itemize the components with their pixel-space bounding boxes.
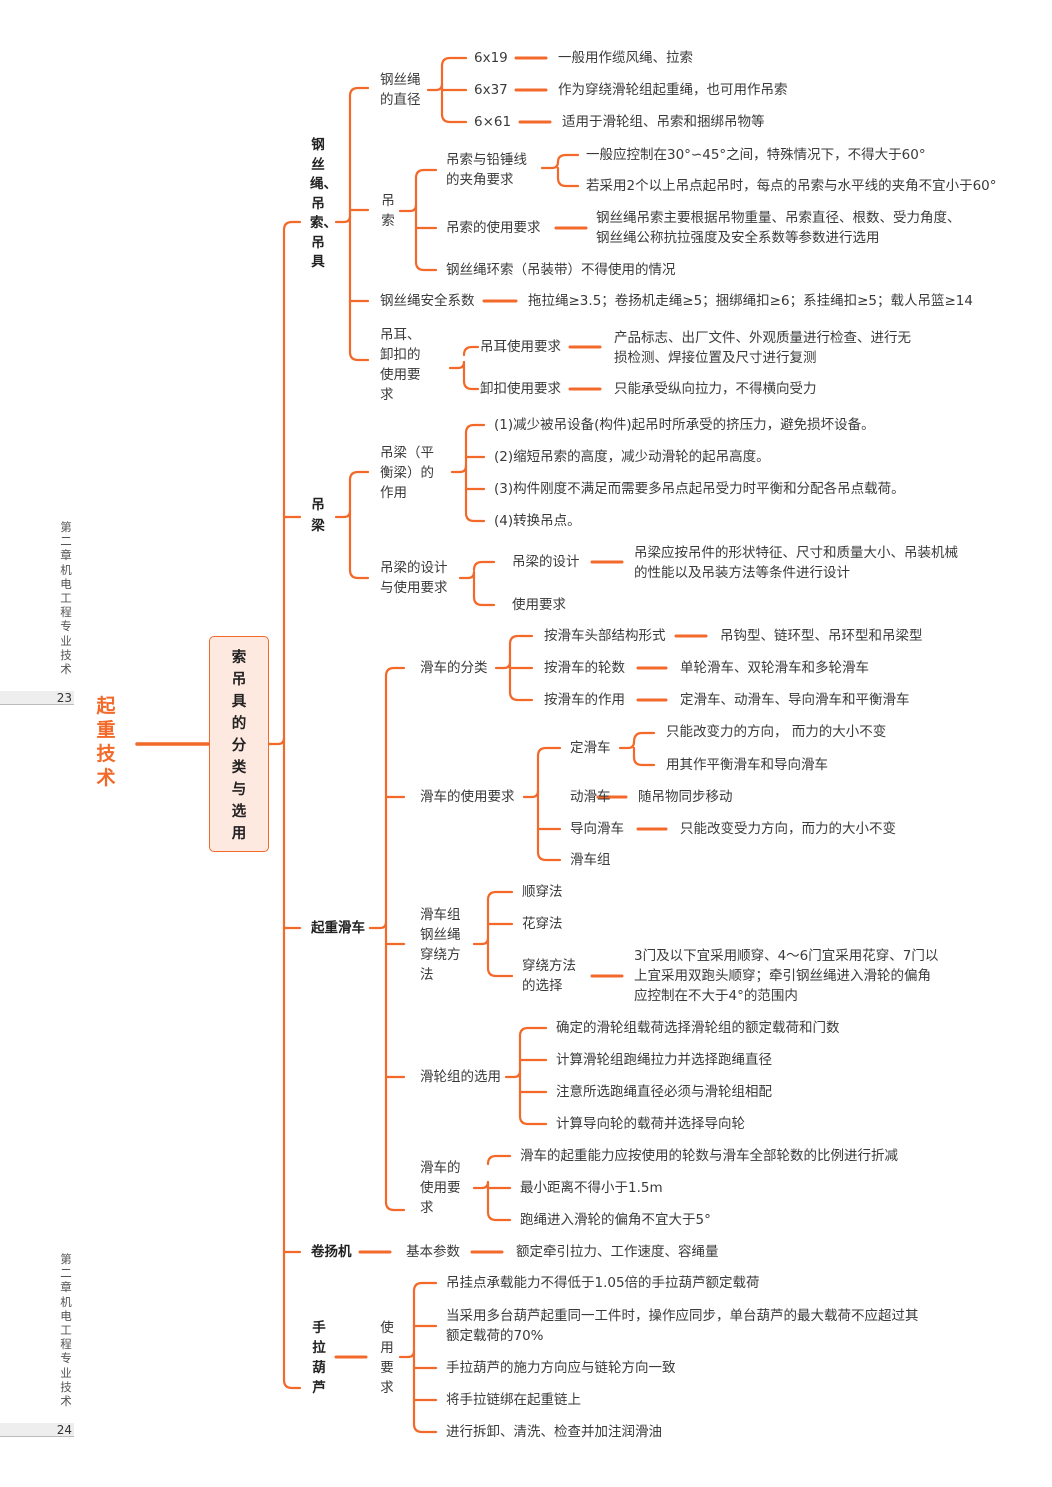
node-desc: 只能改变力的方向， 而力的大小不变: [666, 724, 887, 740]
node-desc: 一般用作缆风绳、拉索: [558, 50, 693, 66]
node-desc: (2)缩短吊索的高度，减少动滑轮的起吊高度。: [494, 449, 770, 465]
node-desc: 吊梁应按吊件的形状特征、尺寸和质量大小、吊装机械的性能以及吊装方法等条件进行设计: [634, 545, 958, 581]
node-sling: 吊索: [381, 193, 395, 229]
node-desc: 作为穿绕滑轮组起重绳，也可用作吊索: [558, 82, 788, 98]
node-desc: 单轮滑车、双轮滑车和多轮滑车: [680, 660, 869, 676]
node-block-selection: 滑轮组的选用: [420, 1069, 501, 1085]
node-desc: 吊挂点承载能力不得低于1.05倍的手拉葫芦额定载荷: [446, 1275, 760, 1291]
node-beam-design-sub: 吊梁的设计: [512, 554, 580, 570]
node-desc: 跑绳进入滑轮的偏角不宜大于5°: [520, 1212, 711, 1228]
node-desc: 计算导向轮的载荷并选择导向轮: [556, 1116, 745, 1132]
node-desc: 将手拉链绑在起重链上: [446, 1392, 581, 1408]
node-desc: 计算滑轮组跑绳拉力并选择跑绳直径: [556, 1052, 772, 1068]
node-desc: 吊钩型、链环型、吊环型和吊梁型: [720, 628, 923, 644]
node-rope-diameter: 钢丝绳的直径: [380, 72, 421, 108]
node-reeving-method: 顺穿法: [522, 884, 563, 900]
node-desc: 随吊物同步移动: [638, 789, 733, 805]
node-sling-usage: 吊索的使用要求: [446, 220, 541, 236]
branch-chain-hoist: 手拉葫芦: [312, 1320, 326, 1396]
page-number: 24: [0, 1423, 74, 1437]
node-winch-params: 基本参数: [406, 1244, 460, 1260]
page-number: 23: [0, 691, 74, 705]
node-beam-function: 吊梁（平衡梁）的作用: [380, 445, 434, 501]
node-desc: 最小距离不得小于1.5m: [520, 1180, 663, 1196]
node-sling-angle: 吊索与铅锤线的夹角要求: [446, 152, 527, 188]
node-desc: 3门及以下宜采用顺穿、4～6门宜采用花穿、7门以上宜采用双跑头顺穿；牵引钢丝绳进…: [634, 948, 939, 1004]
node-desc: (4)转换吊点。: [494, 513, 581, 529]
node-guide-pulley: 导向滑车: [570, 821, 624, 837]
node-classify-item: 按滑车的轮数: [544, 660, 625, 676]
node-desc: 定滑车、动滑车、导向滑车和平衡滑车: [680, 692, 910, 708]
node-classify-item: 按滑车头部结构形式: [544, 628, 666, 644]
node-desc: 进行拆卸、清洗、检查并加注润滑油: [446, 1424, 662, 1440]
node-fixed-pulley: 定滑车: [570, 740, 611, 756]
node-desc: 适用于滑轮组、吊索和捆绑吊物等: [562, 114, 765, 130]
node-moving-pulley: 动滑车: [570, 789, 611, 805]
node-desc: 当采用多台葫芦起重同一工件时，操作应同步，单台葫芦的最大载荷不应超过其额定载荷的…: [446, 1308, 919, 1344]
node-desc: 滑车的起重能力应按使用的轮数与滑车全部轮数的比例进行折减: [520, 1148, 898, 1164]
node-pulley-usage: 滑车的使用要求: [420, 789, 515, 805]
branch-wire-rope: 钢丝绳、吊索、吊具: [310, 137, 337, 270]
node-desc: 若采用2个以上吊点起吊时，每点的吊索与水平线的夹角不宜小于60°: [586, 178, 997, 194]
central-topic: 索吊具的分类与选用: [209, 636, 269, 852]
node-desc: 注意所选跑绳直径必须与滑轮组相配: [556, 1084, 772, 1100]
branch-winch: 卷扬机: [311, 1244, 352, 1260]
node-spec: 6×61: [474, 114, 512, 130]
root-topic: 起重技术: [96, 695, 116, 789]
node-pulley-block: 滑车组: [570, 852, 611, 868]
node-spec: 6x37: [474, 82, 508, 98]
node-safety-factor: 钢丝绳安全系数: [380, 293, 475, 309]
node-pulley-requirements: 滑车的使用要求: [420, 1160, 461, 1216]
node-desc: 额定牵引拉力、工作速度、容绳量: [516, 1244, 719, 1260]
node-beam-usage: 使用要求: [512, 597, 566, 613]
node-reeving: 滑车组钢丝绳穿绕方法: [420, 907, 461, 983]
node-desc: (3)构件刚度不满足而需要多吊点起吊受力时平衡和分配各吊点载荷。: [494, 481, 905, 497]
node-hoist-usage: 使用要求: [380, 1320, 394, 1396]
chapter-side-label: 第二章 机电工程专业技术: [60, 1252, 72, 1409]
node-sling-loop: 钢丝绳环索（吊装带）不得使用的情况: [446, 262, 676, 278]
node-desc: 拖拉绳≥3.5；卷扬机走绳≥5；捆绑绳扣≥6；系挂绳扣≥5；载人吊篮≥14: [528, 293, 973, 309]
node-classify-item: 按滑车的作用: [544, 692, 625, 708]
node-spec: 6x19: [474, 50, 508, 66]
chapter-side-label: 第二章 机电工程专业技术: [60, 520, 72, 677]
node-desc: 只能承受纵向拉力，不得横向受力: [614, 381, 817, 397]
node-shackle-usage: 卸扣使用要求: [480, 381, 561, 397]
node-pulley-classify: 滑车的分类: [420, 660, 488, 676]
node-reeving-method: 花穿法: [522, 916, 563, 932]
node-desc: 手拉葫芦的施力方向应与链轮方向一致: [446, 1360, 676, 1376]
node-lug-usage: 吊耳使用要求: [480, 339, 561, 355]
branch-pulley: 起重滑车: [311, 920, 365, 936]
node-lug-shackle: 吊耳、卸扣的使用要求: [380, 327, 421, 403]
node-desc: 产品标志、出厂文件、外观质量进行检查、进行无损检测、焊接位置及尺寸进行复测: [614, 330, 911, 366]
node-desc: (1)减少被吊设备(构件)起吊时所承受的挤压力，避免损坏设备。: [494, 417, 875, 433]
branch-beam: 吊梁: [311, 497, 325, 534]
node-desc: 用其作平衡滑车和导向滑车: [666, 757, 828, 773]
node-beam-design: 吊梁的设计与使用要求: [380, 560, 448, 596]
node-desc: 一般应控制在30°∽45°之间，特殊情况下，不得大于60°: [586, 147, 926, 163]
node-reeving-choice: 穿绕方法的选择: [522, 958, 576, 994]
node-desc: 只能改变受力方向，而力的大小不变: [680, 821, 896, 837]
node-desc: 钢丝绳吊索主要根据吊物重量、吊索直径、根数、受力角度、钢丝绳公称抗拉强度及安全系…: [596, 210, 961, 246]
node-desc: 确定的滑轮组载荷选择滑轮组的额定载荷和门数: [556, 1020, 840, 1036]
